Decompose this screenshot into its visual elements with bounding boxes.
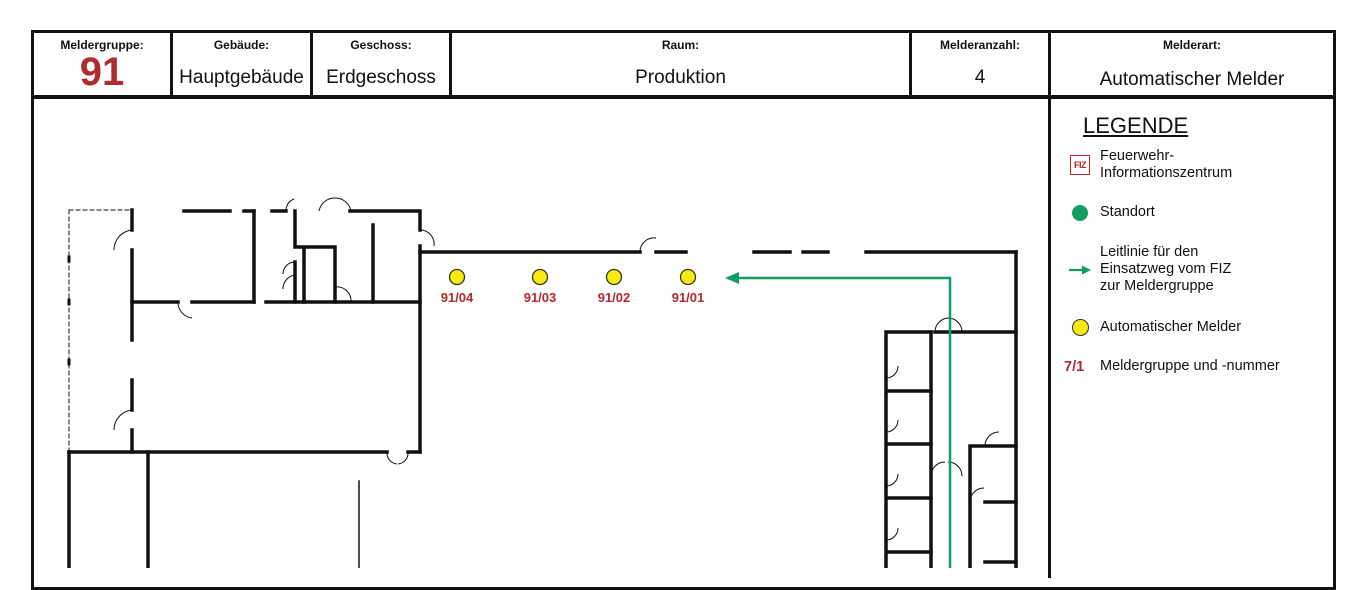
type-cell: Melderart: Automatischer Melder xyxy=(1051,33,1333,95)
group-cell: Meldergruppe: 91 xyxy=(34,33,173,95)
room-cell: Raum: Produktion xyxy=(452,33,912,95)
legend-item-group-number: 7/1 Meldergruppe und -nummer xyxy=(1060,358,1280,375)
room-value: Produktion xyxy=(635,67,726,88)
detector-icon xyxy=(448,268,466,286)
legend-item-detector: Automatischer Melder xyxy=(1060,319,1241,336)
detector-icon xyxy=(679,268,697,286)
detector-91-02[interactable]: 91/02 xyxy=(598,268,631,306)
detector-91-04[interactable]: 91/04 xyxy=(441,268,474,306)
building-label: Gebäude: xyxy=(213,38,270,52)
detector-label: 91/03 xyxy=(524,290,557,305)
type-value: Automatischer Melder xyxy=(1099,69,1285,90)
floor-value: Erdgeschoss xyxy=(326,67,436,88)
legend-fiz-line1: Feuerwehr- xyxy=(1100,148,1175,164)
count-label: Melderanzahl: xyxy=(939,38,1020,52)
legend-divider xyxy=(1048,98,1051,578)
group-number: 91 xyxy=(79,50,125,94)
detector-icon xyxy=(605,268,623,286)
legend-route-line1: Leitlinie für den xyxy=(1100,244,1199,260)
legend-item-route: Leitlinie für den Einsatzweg vom FIZ zur… xyxy=(1060,244,1231,295)
route-arrow-icon xyxy=(725,272,739,284)
header-bar: Meldergruppe: 91 Gebäude: Hauptgebäude G… xyxy=(31,30,1336,99)
floor-cell: Geschoss: Erdgeschoss xyxy=(313,33,452,95)
legend-detector: Automatischer Melder xyxy=(1100,319,1242,335)
detector-label: 91/04 xyxy=(441,290,474,305)
walls xyxy=(67,208,1018,568)
count-value: 4 xyxy=(974,67,986,88)
detector-91-03[interactable]: 91/03 xyxy=(524,268,557,306)
detector-label: 91/02 xyxy=(598,290,631,305)
route-arrow-icon xyxy=(1069,265,1091,274)
legend-route-line3: zur Meldergruppe xyxy=(1100,278,1214,294)
detector-icon xyxy=(531,268,549,286)
legend-item-fiz: FIZ Feuerwehr- Informationszentrum xyxy=(1060,148,1232,182)
room-label: Raum: xyxy=(661,38,700,52)
legend: LEGENDE FIZ Feuerwehr- Informationszentr… xyxy=(1060,112,1330,375)
building-value: Hauptgebäude xyxy=(179,67,304,88)
fiz-icon: FIZ xyxy=(1070,155,1090,175)
legend-group-number: Meldergruppe und -nummer xyxy=(1100,358,1280,374)
route-line xyxy=(725,272,952,568)
floor-label: Geschoss: xyxy=(350,38,412,52)
legend-title: LEGENDE xyxy=(1083,113,1189,138)
building-cell: Gebäude: Hauptgebäude xyxy=(173,33,313,95)
legend-standort: Standort xyxy=(1100,204,1155,220)
detector-91-01[interactable]: 91/01 xyxy=(672,268,705,306)
detectors: 91/04 91/03 91/02 91/01 xyxy=(441,268,705,306)
type-label: Melderart: xyxy=(1162,38,1221,52)
floor-plan: 91/04 91/03 91/02 91/01 xyxy=(67,197,1018,568)
count-cell: Melderanzahl: 4 xyxy=(912,33,1051,95)
standort-dot-icon xyxy=(1072,204,1088,221)
legend-sample-label: 7/1 xyxy=(1064,358,1085,375)
detector-icon xyxy=(1071,319,1089,336)
doors xyxy=(113,197,1000,541)
legend-route-line2: Einsatzweg vom FIZ xyxy=(1100,261,1232,277)
group-label: Meldergruppe: xyxy=(60,38,144,52)
legend-item-standort: Standort xyxy=(1060,204,1155,221)
detector-label: 91/01 xyxy=(672,290,705,305)
legend-fiz-line2: Informationszentrum xyxy=(1100,165,1233,181)
